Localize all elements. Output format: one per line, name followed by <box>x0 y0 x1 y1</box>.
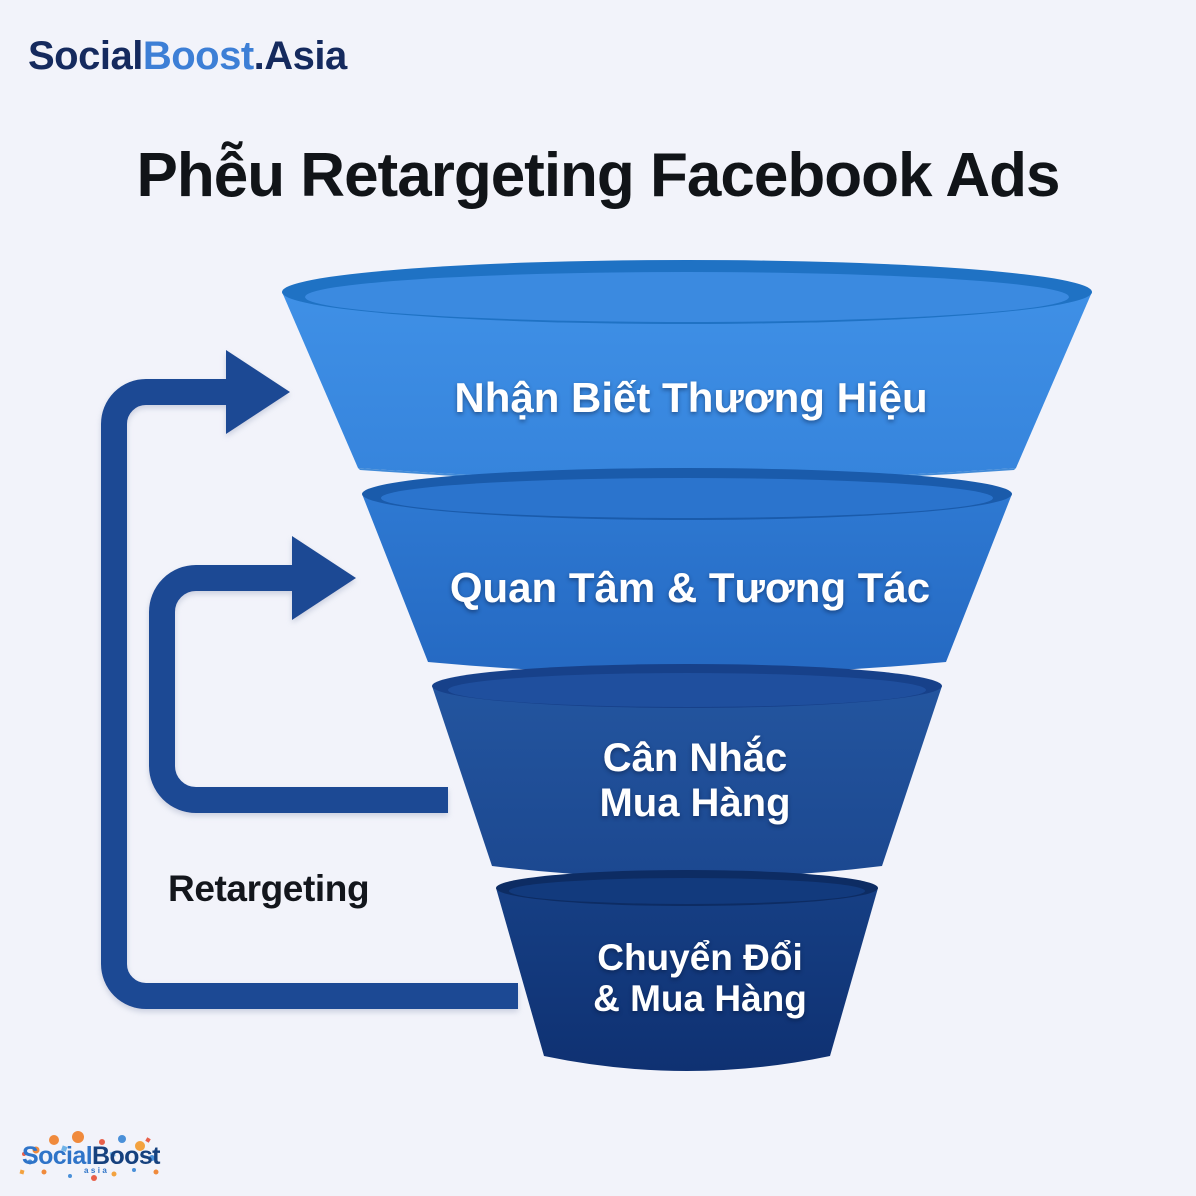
funnel-stage-1[interactable] <box>282 260 1092 482</box>
brand-word-boost: Boost <box>142 34 254 78</box>
funnel-stage-2[interactable] <box>362 468 1012 674</box>
funnel-stage-3[interactable] <box>432 664 942 878</box>
footer-logo-wordmark: SocialBoost <box>22 1144 160 1169</box>
footer-logo-confetti <box>19 1131 159 1181</box>
footer-logo: SocialBoost asia <box>14 1126 174 1188</box>
brand-dot: . <box>253 34 265 78</box>
retargeting-label: Retargeting <box>168 868 370 909</box>
footer-logo-asia: asia <box>84 1166 110 1175</box>
brand-word-social: Social <box>28 34 143 78</box>
retargeting-arrow-outer <box>101 350 518 1009</box>
footer-logo-social: Social <box>22 1142 93 1170</box>
page-title: Phễu Retargeting Facebook Ads <box>136 141 1061 210</box>
brand-wordmark: SocialBoost.Asia <box>28 36 347 76</box>
footer-logo-boost: Boost <box>92 1142 160 1170</box>
retargeting-arrow-inner <box>149 536 448 813</box>
brand-word-asia: Asia <box>264 34 347 78</box>
funnel-stage-4[interactable] <box>496 870 878 1071</box>
